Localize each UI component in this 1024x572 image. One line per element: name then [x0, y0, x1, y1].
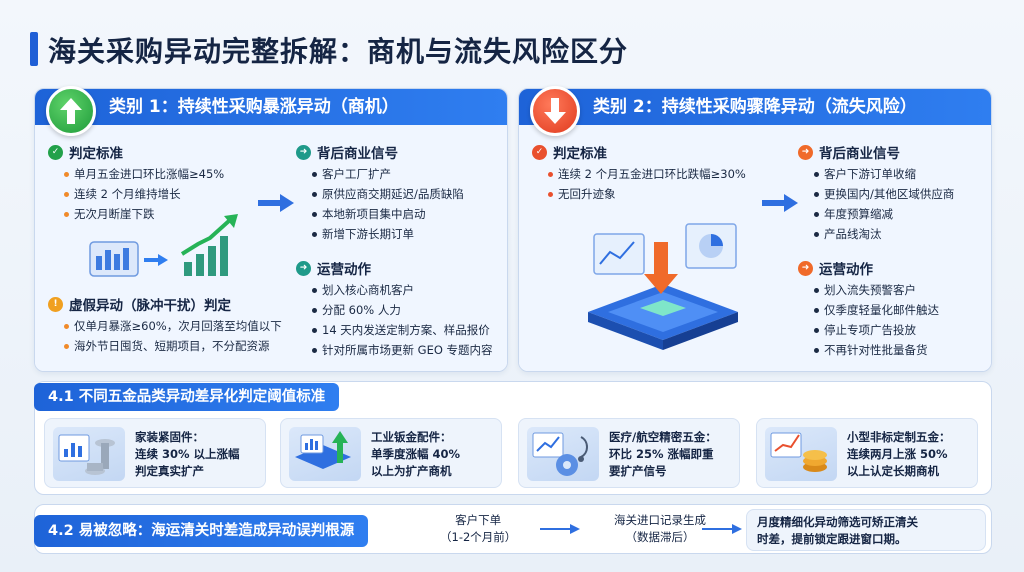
list-item: 客户下游订单收缩	[812, 164, 954, 184]
page-title: 海关采购异动完整拆解：商机与流失风险区分	[48, 35, 629, 68]
custom-parts-illustration	[765, 427, 837, 481]
list-item: 仅季度轻量化邮件触达	[812, 300, 939, 320]
right-criteria-list: 连续 2 个月五金进口环比跌幅≥30% 无回升迹象	[546, 164, 746, 204]
growth-category-card: 类别 1：持续性采购暴涨异动（商机）	[34, 88, 508, 372]
flow-step-customs-record: 海关进口记录生成 （数据滞后）	[614, 513, 706, 544]
threshold-section-title: 4.1 不同五金品类异动差异化判定阈值标准	[34, 383, 340, 411]
right-criteria-heading: ✓ 判定标准	[532, 142, 607, 162]
category-text: 医疗/航空精密五金： 环比 25% 涨幅即重 要扩产信号	[609, 430, 717, 478]
left-criteria-list: 单月五金进口环比涨幅≥45% 连续 2 个月维持增长 无次月断崖下跌	[62, 164, 224, 224]
right-action-list: 划入流失预警客户 仅季度轻量化邮件触达 停止专项广告投放 不再针对性批量备货	[812, 280, 939, 360]
flow-arrow-icon	[702, 524, 742, 534]
list-item: 无次月断崖下跌	[62, 204, 224, 224]
list-item: 新增下游长期订单	[310, 224, 464, 244]
list-item: 客户工厂扩产	[310, 164, 464, 184]
list-item: 停止专项广告投放	[812, 320, 939, 340]
list-item: 产品线淘汰	[812, 224, 954, 244]
arrow-down-icon	[530, 86, 580, 136]
list-item: 连续 2 个月维持增长	[62, 184, 224, 204]
category-text: 小型非标定制五金： 连续两月上涨 50% 以上认定长期商机	[847, 430, 951, 478]
list-item: 更换国内/其他区域供应商	[812, 184, 954, 204]
left-action-heading: ➜ 运营动作	[296, 258, 371, 278]
list-item: 原供应商交期延迟/品质缺陷	[310, 184, 464, 204]
arrow-right-circle-icon: ➜	[798, 260, 813, 276]
list-item: 仅单月暴涨≥60%，次月回落至均值以下	[62, 316, 282, 336]
list-item: 划入流失预警客户	[812, 280, 939, 300]
right-arrow-icon	[258, 194, 294, 212]
list-item: 划入核心商机客户	[310, 280, 493, 300]
warning-icon: !	[48, 296, 63, 312]
category-card-fasteners: 家装紧固件： 连续 30% 以上涨幅 判定真实扩产	[44, 418, 266, 488]
list-item: 无回升迹象	[546, 184, 746, 204]
left-signal-list: 客户工厂扩产 原供应商交期延迟/品质缺陷 本地新项目集中启动 新增下游长期订单	[310, 164, 464, 244]
category-card-sheet-metal: 工业钣金配件： 单季度涨幅 40% 以上为扩产商机	[280, 418, 502, 488]
fastener-illustration	[53, 427, 125, 481]
list-item: 本地新项目集中启动	[310, 204, 464, 224]
right-arrow-icon	[762, 194, 798, 212]
growth-card-title: 类别 1：持续性采购暴涨异动（商机）	[35, 89, 507, 125]
arrow-right-circle-icon: ➜	[798, 144, 813, 160]
list-item: 针对所属市场更新 GEO 专题内容	[310, 340, 493, 360]
category-text: 家装紧固件： 连续 30% 以上涨幅 判定真实扩产	[135, 430, 240, 478]
check-icon: ✓	[532, 144, 547, 160]
category-text: 工业钣金配件： 单季度涨幅 40% 以上为扩产商机	[371, 430, 461, 478]
left-action-list: 划入核心商机客户 分配 60% 人力 14 天内发送定制方案、样品报价 针对所属…	[310, 280, 493, 360]
flow-conclusion: 月度精细化异动筛选可矫正清关 时差，提前锁定跟进窗口期。	[746, 509, 986, 551]
list-item: 分配 60% 人力	[310, 300, 493, 320]
right-action-heading: ➜ 运营动作	[798, 258, 873, 278]
arrow-right-circle-icon: ➜	[296, 144, 311, 160]
customs-lag-section-title: 4.2 易被忽略：海运清关时差造成异动误判根源	[34, 515, 369, 547]
list-item: 连续 2 个月五金进口环比跌幅≥30%	[546, 164, 746, 184]
growth-chart-illustration	[88, 212, 248, 282]
list-item: 年度预算缩减	[812, 204, 954, 224]
list-item: 海外节日囤货、短期项目，不分配资源	[62, 336, 282, 356]
list-item: 不再针对性批量备货	[812, 340, 939, 360]
title-accent-bar	[30, 32, 38, 66]
arrow-up-icon	[46, 86, 96, 136]
decline-platform-illustration	[578, 214, 748, 356]
right-signal-heading: ➜ 背后商业信号	[798, 142, 900, 162]
precision-gear-illustration	[527, 427, 599, 481]
flow-step-order: 客户下单 （1-2个月前）	[440, 513, 517, 544]
left-false-heading: ! 虚假异动（脉冲干扰）判定	[48, 294, 231, 314]
check-icon: ✓	[48, 144, 63, 160]
flow-arrow-icon	[540, 524, 580, 534]
right-signal-list: 客户下游订单收缩 更换国内/其他区域供应商 年度预算缩减 产品线淘汰	[812, 164, 954, 244]
category-card-custom: 小型非标定制五金： 连续两月上涨 50% 以上认定长期商机	[756, 418, 978, 488]
sheet-metal-illustration	[289, 427, 361, 481]
list-item: 单月五金进口环比涨幅≥45%	[62, 164, 224, 184]
arrow-right-circle-icon: ➜	[296, 260, 311, 276]
category-card-precision: 医疗/航空精密五金： 环比 25% 涨幅即重 要扩产信号	[518, 418, 740, 488]
list-item: 14 天内发送定制方案、样品报价	[310, 320, 493, 340]
left-signal-heading: ➜ 背后商业信号	[296, 142, 398, 162]
left-false-list: 仅单月暴涨≥60%，次月回落至均值以下 海外节日囤货、短期项目，不分配资源	[62, 316, 282, 356]
decline-card-title: 类别 2：持续性采购骤降异动（流失风险）	[519, 89, 991, 125]
left-criteria-heading: ✓ 判定标准	[48, 142, 123, 162]
